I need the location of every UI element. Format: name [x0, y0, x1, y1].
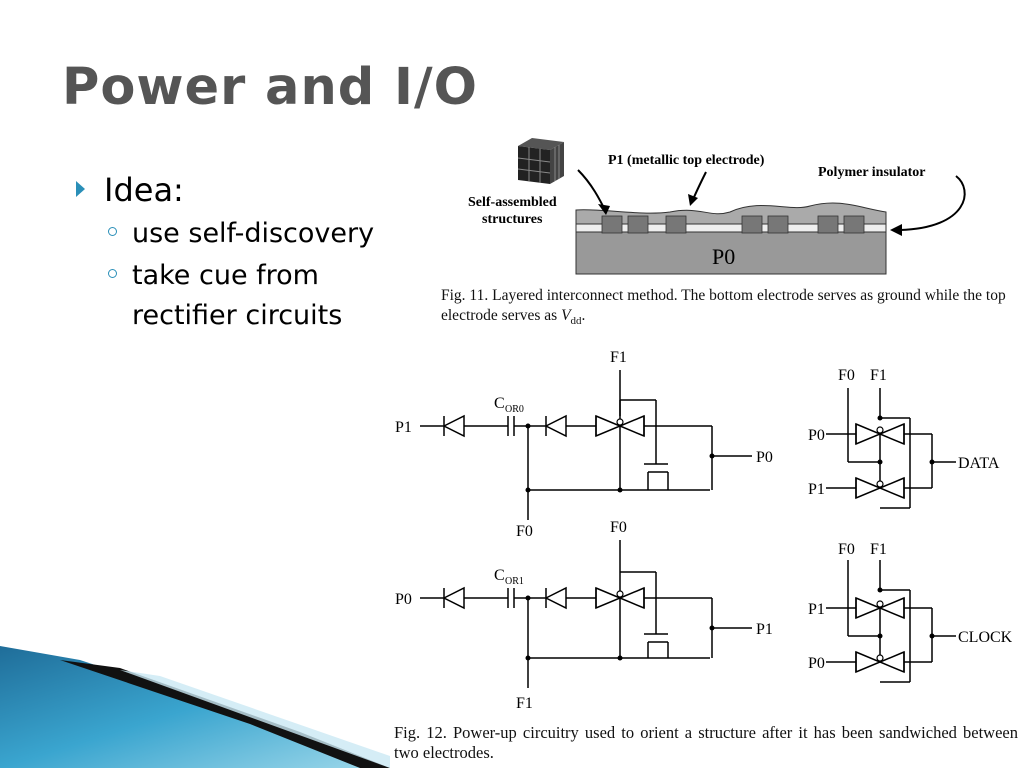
- caption-v: V: [561, 307, 571, 324]
- label-polymer: Polymer insulator: [818, 165, 925, 180]
- bullet-circle-icon: [108, 227, 117, 236]
- insulator-layer: [575, 223, 887, 233]
- top-output-label: P0: [756, 449, 773, 466]
- bottom-input-label: P0: [395, 591, 412, 608]
- cube-icon: [517, 138, 564, 184]
- bottom-cap-sub: OR1: [505, 576, 524, 587]
- rectifier-top: [420, 370, 752, 520]
- caption-dot: .: [581, 307, 586, 324]
- top-rail-label: F1: [610, 349, 627, 366]
- top-ground-label: F0: [516, 523, 533, 540]
- bottom-ground-label: F1: [516, 695, 533, 712]
- label-p1: P1 (metallic top electrode): [608, 153, 765, 168]
- data-in-top-label: P0: [808, 427, 825, 444]
- sub-bullet-text: take cue from rectifier circuits: [132, 260, 343, 331]
- page-title: Power and I/O: [62, 58, 478, 117]
- bullet-text: Idea:: [104, 171, 184, 209]
- top-electrode-layer: [575, 202, 887, 225]
- bullet-item: Idea:: [76, 168, 432, 212]
- p0-substrate: [575, 231, 887, 275]
- data-f1-label: F1: [870, 367, 887, 384]
- label-p0: P0: [712, 244, 735, 269]
- clock-gate: [826, 560, 956, 683]
- fig11-diagram: P1 (metallic top electrode) Polymer insu…: [468, 138, 966, 275]
- bottom-output-label: P1: [756, 621, 773, 638]
- top-input-label: P1: [395, 419, 412, 436]
- clock-in-top-label: P1: [808, 601, 825, 618]
- fig12-diagram: P1 C OR0 F1 F0 P0 P0 C OR1 F0 F1 P1: [395, 349, 1013, 712]
- bullet-list: Idea: use self-discovery take cue from r…: [76, 168, 432, 336]
- clock-output-label: CLOCK: [958, 629, 1013, 646]
- caption-text: Fig. 11. Layered interconnect method. Th…: [441, 287, 1006, 324]
- sub-bullet-text: use self-discovery: [132, 218, 375, 249]
- sub-bullet-item: use self-discovery: [76, 214, 432, 254]
- data-f0-label: F0: [838, 367, 855, 384]
- bottom-cap-label: C: [494, 567, 505, 584]
- label-self-assembled: Self-assembled: [468, 195, 557, 210]
- sub-bullet-item: take cue from rectifier circuits: [76, 256, 432, 336]
- label-structures: structures: [482, 212, 543, 227]
- clock-f0-label: F0: [838, 541, 855, 558]
- bottom-rail-label: F0: [610, 519, 627, 536]
- top-cap-label: C: [494, 395, 505, 412]
- bullet-arrow-icon: [76, 181, 85, 197]
- rectifier-bottom: [420, 540, 752, 688]
- data-output-label: DATA: [958, 455, 1000, 472]
- data-gate: [826, 388, 956, 509]
- clock-in-bottom-label: P0: [808, 655, 825, 672]
- bullet-circle-icon: [108, 269, 117, 278]
- fig11-caption: Fig. 11. Layered interconnect method. Th…: [441, 286, 1011, 331]
- top-cap-sub: OR0: [505, 404, 524, 415]
- data-in-bottom-label: P1: [808, 481, 825, 498]
- corner-swoosh-decoration: [0, 646, 390, 768]
- fig12-caption: Fig. 12. Power-up circuitry used to orie…: [394, 723, 1018, 762]
- caption-sub: dd: [570, 315, 582, 328]
- clock-f1-label: F1: [870, 541, 887, 558]
